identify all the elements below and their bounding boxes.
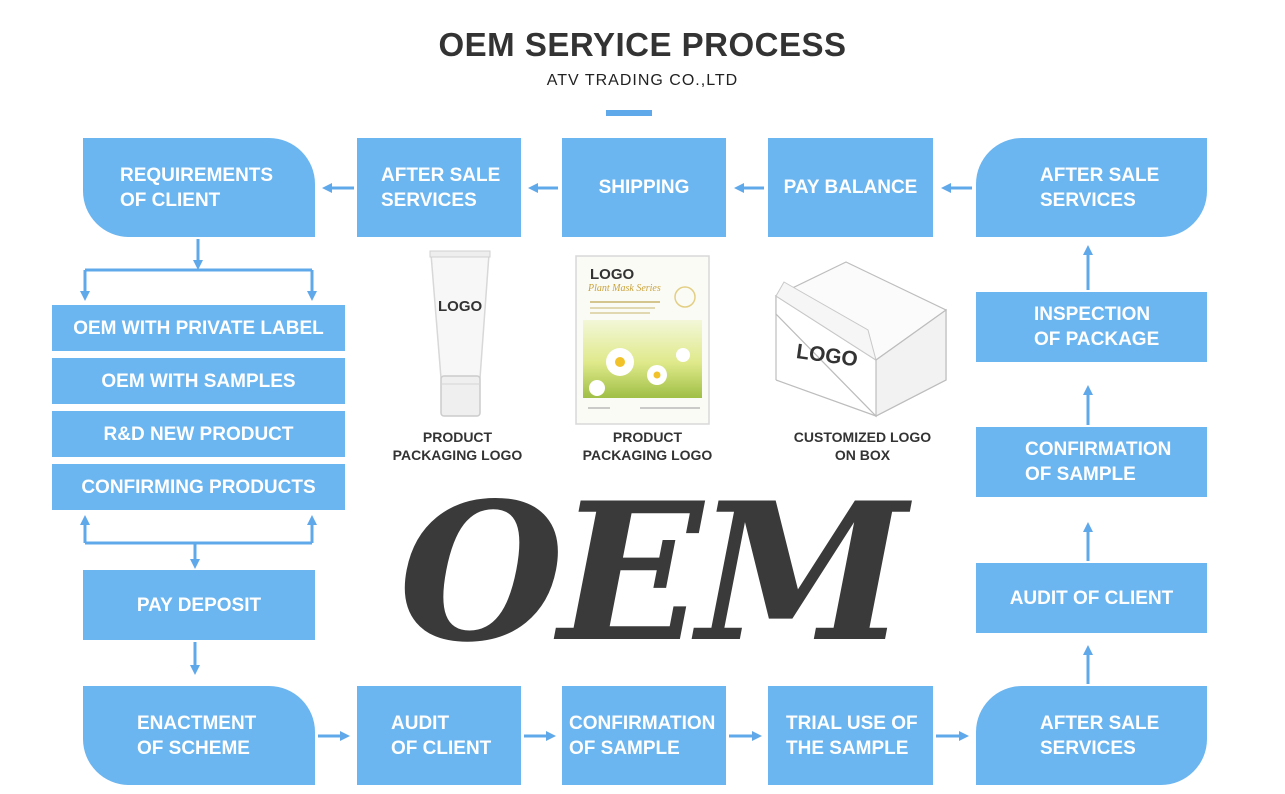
box-shipping: SHIPPING (562, 138, 726, 237)
box-confirmation-of-sample-right: CONFIRMATION OF SAMPLE (976, 427, 1207, 497)
page-title: OEM SERYICE PROCESS (438, 26, 847, 63)
box-confirming-products: CONFIRMING PRODUCTS (52, 464, 345, 510)
box-oem-samples: OEM WITH SAMPLES (52, 358, 345, 404)
box-rd-new-product: R&D NEW PRODUCT (52, 411, 345, 457)
page-subtitle: ATV TRADING CO.,LTD (546, 72, 739, 89)
box-caption: CUSTOMIZED LOGO ON BOX (793, 429, 932, 463)
box-audit-of-client-bottom: AUDIT OF CLIENT (357, 686, 521, 785)
box-pay-deposit: PAY DEPOSIT (83, 570, 315, 640)
box-trial-use-of-sample: TRIAL USE OF THE SAMPLE (768, 686, 933, 785)
box-confirmation-of-sample-bottom: CONFIRMATION OF SAMPLE (562, 686, 726, 785)
box-oem-private-label: OEM WITH PRIVATE LABEL (52, 305, 345, 351)
title-underline (606, 110, 652, 116)
mask-logo-text: LOGO (590, 266, 635, 283)
box-illustration (774, 261, 948, 418)
box-after-sale-services-bottom: AFTER SALE SERVICES (976, 686, 1207, 785)
box-after-sale-services-top-left: AFTER SALE SERVICES (357, 138, 521, 237)
tube-illustration (429, 250, 491, 417)
box-requirements-of-client: REQUIREMENTS OF CLIENT (83, 138, 315, 237)
mask-series-text: Plant Mask Series (588, 283, 661, 294)
box-after-sale-services-top-right: AFTER SALE SERVICES (976, 138, 1207, 237)
box-enactment-of-scheme: ENACTMENT OF SCHEME (83, 686, 315, 785)
tube-logo-text: LOGO (438, 298, 483, 315)
tube-caption: PRODUCT PACKAGING LOGO (392, 429, 523, 463)
box-pay-balance: PAY BALANCE (768, 138, 933, 237)
flow-arrows (80, 183, 1093, 741)
oem-big-text: OEM (398, 461, 908, 684)
box-inspection-of-package: INSPECTION OF PACKAGE (976, 292, 1207, 362)
mask-caption: PRODUCT PACKAGING LOGO (582, 429, 713, 463)
box-audit-of-client-right: AUDIT OF CLIENT (976, 563, 1207, 633)
mask-illustration (575, 255, 710, 425)
